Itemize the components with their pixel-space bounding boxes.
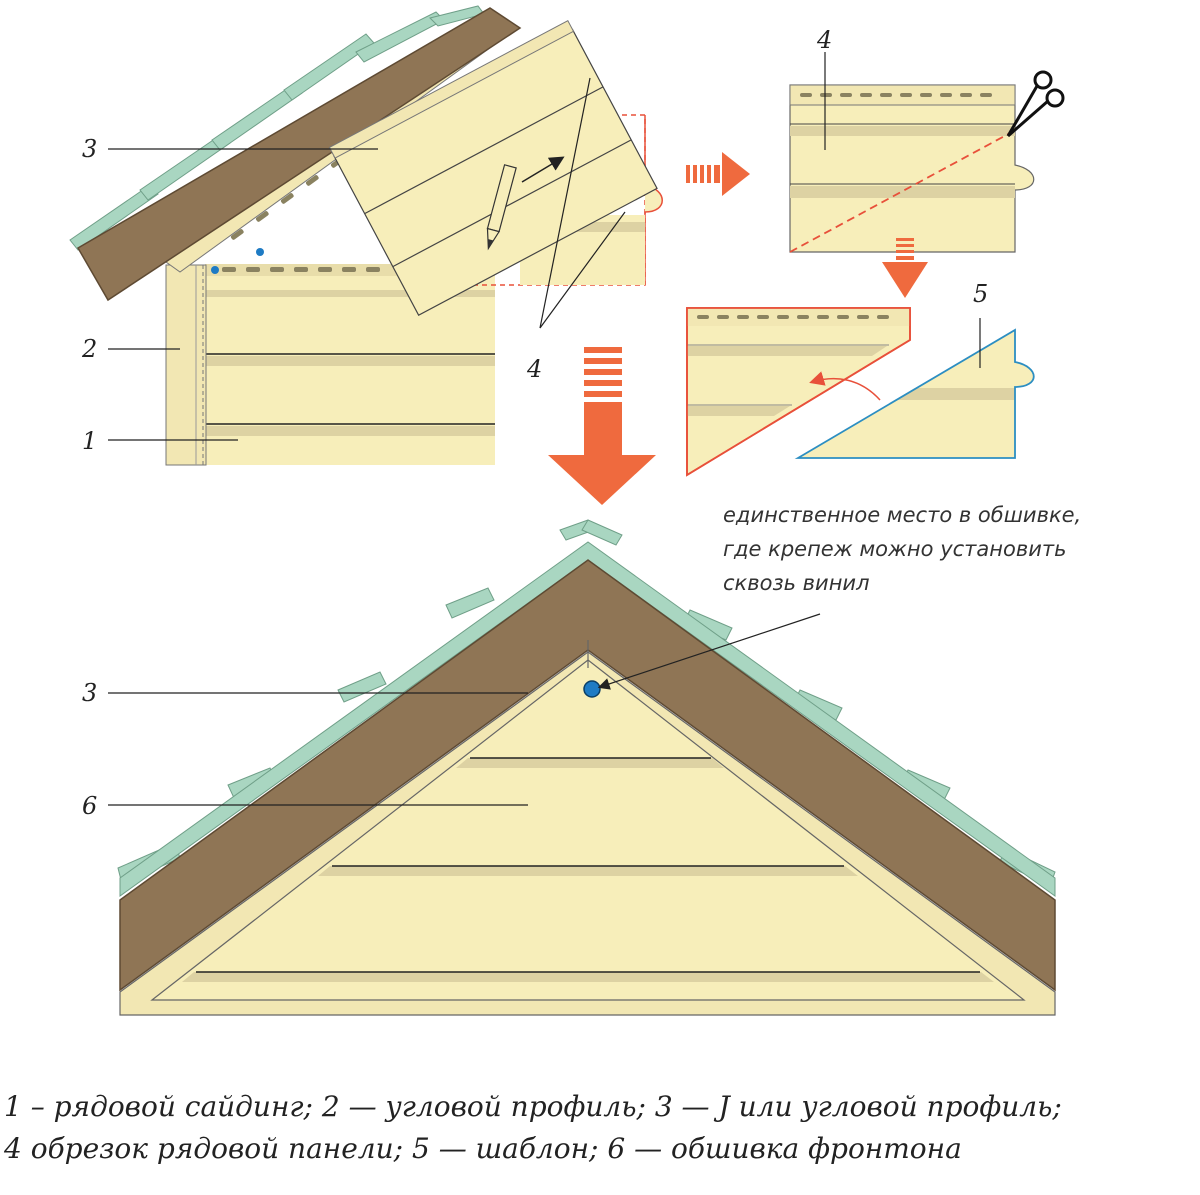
fastener-dot — [256, 248, 264, 256]
tilted-panel — [328, 19, 658, 317]
transfer-arrow — [809, 371, 881, 401]
gable-assembly — [117, 519, 1056, 1016]
panel-cut-view — [789, 84, 1035, 253]
move-arrow — [521, 156, 565, 183]
arrow-down-small-icon — [882, 238, 928, 298]
nail-slots — [222, 267, 380, 272]
fastener-point — [583, 680, 601, 698]
cut-line — [789, 131, 1013, 253]
label-6: 6 — [82, 792, 97, 820]
pencil-icon — [486, 164, 517, 251]
label-3-bottom: 3 — [82, 679, 97, 707]
arrow-down-large-icon — [548, 347, 656, 505]
label-5: 5 — [973, 280, 988, 308]
label-2: 2 — [81, 335, 97, 363]
note-line-3: сквозь винил — [723, 571, 870, 595]
caption-line-1: 1 – рядовой сайдинг; 2 — угловой профиль… — [4, 1090, 1062, 1123]
label-4-right: 4 — [816, 26, 832, 54]
note-line-1: единственное место в обшивке, — [723, 503, 1082, 527]
leader-lines — [108, 52, 981, 806]
note-line-2: где крепеж можно установить — [723, 537, 1067, 561]
cut-piece — [686, 307, 911, 477]
corner-profile — [165, 264, 207, 466]
label-1: 1 — [82, 427, 97, 455]
arrow-right-icon — [686, 152, 750, 196]
template-piece — [794, 328, 1035, 459]
shingles-top — [69, 5, 485, 251]
label-3-top: 3 — [82, 135, 97, 163]
top-left-assembly — [69, 5, 663, 466]
scissors-icon — [1006, 70, 1065, 138]
label-4-left: 4 — [526, 355, 542, 383]
caption-line-2: 4 обрезок рядовой панели; 5 — шаблон; 6 … — [4, 1132, 962, 1165]
gable-siding-courses — [182, 757, 994, 982]
fastener-dot — [211, 266, 219, 274]
roof-board — [76, 7, 522, 302]
